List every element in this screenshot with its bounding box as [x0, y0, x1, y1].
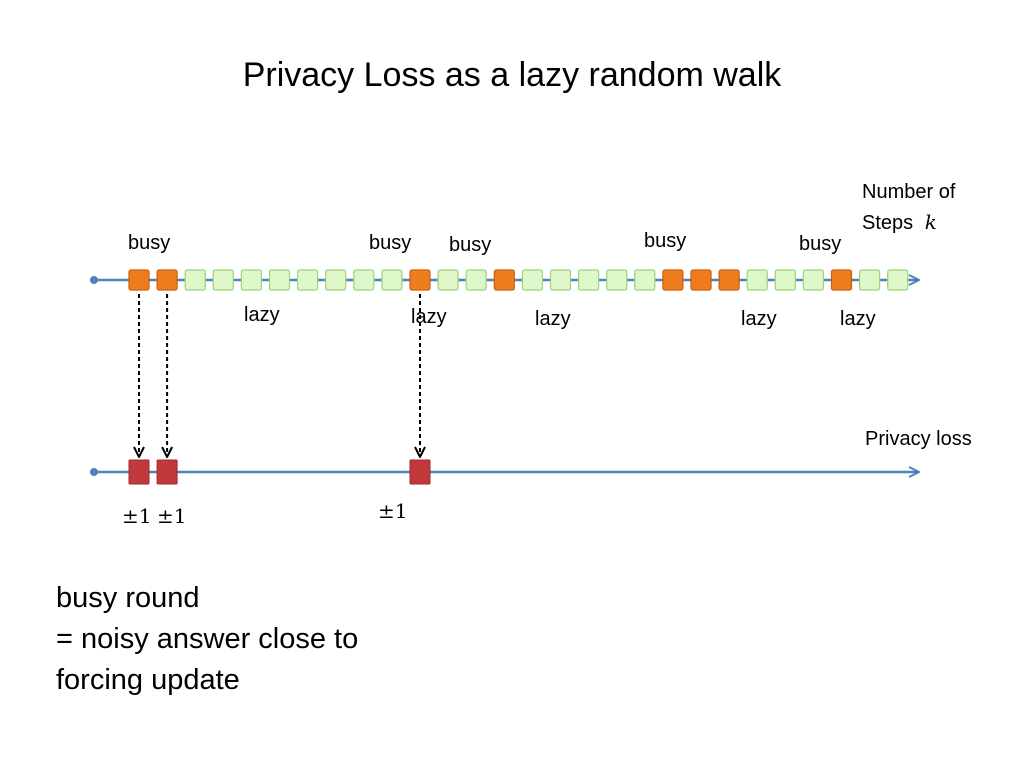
lazy-round-box: [577, 269, 600, 291]
slide-title: Privacy Loss as a lazy random walk: [242, 56, 782, 94]
busy-round-box: [690, 269, 712, 291]
lazy-round-box: [240, 269, 262, 291]
busy-round-box: [718, 269, 740, 291]
busy-round-box: [493, 269, 515, 291]
lazy-round-box: [606, 269, 628, 291]
lazy-label: lazy: [741, 308, 777, 330]
busy-label: busy: [799, 233, 842, 255]
lazy-round-box: [212, 269, 234, 291]
loss-step-box: [156, 459, 178, 485]
loss-step-label: ±1: [122, 504, 152, 528]
lazy-round-box: [802, 269, 825, 291]
note-line-2: = noisy answer close to: [56, 623, 359, 655]
lazy-round-box: [465, 269, 487, 291]
lazy-round-box: [325, 269, 347, 291]
busy-label: busy: [369, 232, 412, 254]
lazy-label: lazy: [244, 304, 280, 326]
steps-axis-origin: [90, 276, 98, 284]
busy-label: busy: [644, 230, 687, 252]
lazy-round-box: [437, 269, 459, 291]
note-line-1: busy round: [56, 582, 200, 614]
steps-axis-label-line2: Steps k: [862, 207, 955, 238]
loss-step-label: ±1: [378, 499, 408, 523]
busy-round-box: [156, 269, 178, 291]
lazy-round-box: [381, 269, 403, 291]
lazy-round-box: [746, 269, 768, 291]
busy-round-box: [830, 269, 853, 291]
busy-round-note: busy round = noisy answer close to forci…: [56, 578, 358, 701]
lazy-round-box: [521, 269, 544, 291]
loss-boxes: [128, 459, 431, 485]
lazy-round-box: [634, 269, 656, 291]
steps-axis-label: Number of Steps k: [862, 177, 955, 238]
loss-arrows: [139, 294, 420, 456]
busy-round-box: [662, 269, 684, 291]
lazy-round-box: [184, 269, 206, 291]
busy-label: busy: [128, 232, 171, 254]
busy-label: busy: [449, 234, 492, 256]
lazy-round-box: [774, 269, 796, 291]
loss-step-box: [128, 459, 150, 485]
lazy-round-box: [549, 269, 572, 291]
busy-round-box: [409, 269, 431, 291]
loss-step-label: ±1: [157, 504, 187, 528]
busy-round-box: [128, 269, 150, 291]
steps-variable-k: k: [924, 210, 937, 234]
lazy-label: lazy: [411, 306, 447, 328]
lazy-round-box: [858, 269, 881, 291]
steps-axis-label-prefix: Steps: [862, 212, 914, 234]
note-line-3: forcing update: [56, 664, 240, 696]
lazy-round-box: [353, 269, 375, 291]
lazy-round-box: [268, 269, 291, 291]
round-boxes: [128, 269, 909, 291]
loss-step-box: [409, 459, 431, 485]
steps-axis-label-line1: Number of: [862, 181, 956, 203]
lazy-round-box: [297, 269, 319, 291]
lazy-label: lazy: [535, 308, 571, 330]
loss-axis-label: Privacy loss: [865, 428, 972, 450]
loss-axis-origin: [90, 468, 98, 476]
lazy-round-box: [887, 269, 909, 291]
lazy-label: lazy: [840, 308, 876, 330]
